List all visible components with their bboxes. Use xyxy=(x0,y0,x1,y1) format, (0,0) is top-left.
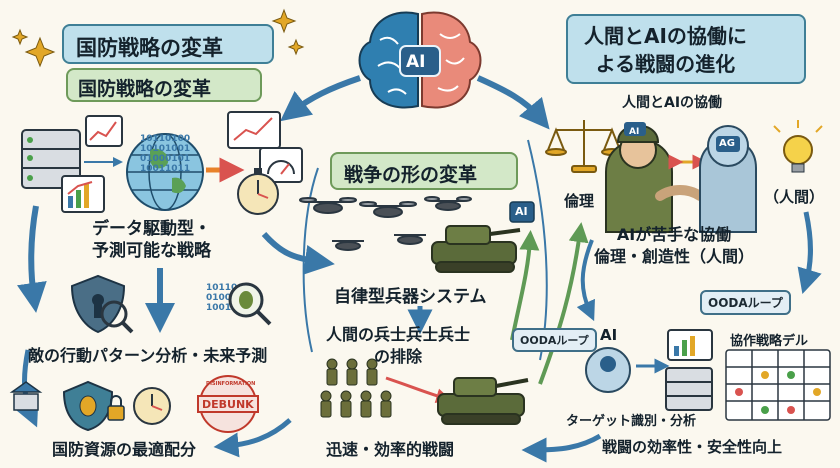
monitor-chart-icon xyxy=(667,329,713,361)
strategy-grid-icon xyxy=(725,349,831,421)
lock-icon xyxy=(107,395,125,421)
lightbulb-icon xyxy=(773,120,823,173)
security-shield-icon xyxy=(70,274,134,334)
bank-icon xyxy=(9,381,43,411)
cooperative-strategy-model: 協作戦略デル xyxy=(730,334,809,349)
clock-icon xyxy=(133,387,171,425)
sparkle-icon xyxy=(11,8,305,68)
soldiers-group-icon xyxy=(320,358,392,418)
ooda-loop-small: OODAループ xyxy=(512,328,597,352)
combat-efficiency: 戦闘の効率性・安全性向上 xyxy=(602,438,783,456)
soldier-removal: 人間の兵士兵士兵士 の排除 xyxy=(326,325,471,366)
brain-ai-label: AI xyxy=(406,52,426,72)
debunk-stamp: DEBUNK xyxy=(202,398,254,411)
tank-icon xyxy=(437,377,529,425)
left-subtitle-box: 国防戦略の変革 xyxy=(66,68,262,102)
ai-label: AI xyxy=(600,326,618,344)
center-title: 戦争の形の変革 xyxy=(344,164,478,186)
scales-icon xyxy=(545,120,623,173)
human-ai-collab: 人間とAIの協働 xyxy=(622,95,723,111)
center-title-box: 戦争の形の変革 xyxy=(330,152,518,190)
rapid-combat: 迅速・効率的戦闘 xyxy=(326,440,455,459)
resource-allocation: 国防資源の最適配分 xyxy=(52,440,197,459)
debunk-stamp-icon xyxy=(197,375,259,433)
svg-text:10011: 10011 xyxy=(206,303,237,313)
robot-ag-label: AG xyxy=(719,138,735,149)
autonomous-weapons: 自律型兵器システム xyxy=(334,287,487,307)
left-title-box: 国防戦略の変革 xyxy=(62,24,274,64)
ai-analyst-icon xyxy=(585,347,631,393)
drone-icon xyxy=(299,196,472,251)
ai-chip-label: AI xyxy=(515,205,528,218)
left-subtitle: 国防戦略の変革 xyxy=(78,78,212,100)
svg-text:10110: 10110 xyxy=(206,283,237,293)
monitor-chart-icon xyxy=(227,111,281,149)
svg-text:01001: 01001 xyxy=(206,293,237,303)
chart-card-icon xyxy=(85,115,123,147)
soldier-icon xyxy=(605,122,673,233)
bug-magnifier-icon xyxy=(228,282,272,326)
right-title: 人間とAIの協働に よる戦闘の進化 xyxy=(584,24,747,76)
enemy-pattern-analysis: 敵の行動パターン分析・未来予測 xyxy=(28,346,268,365)
ai-chip-icon xyxy=(509,201,535,223)
ai-weak-collab: AIが苦手な協働 倫理・創造性（人間） xyxy=(594,225,755,266)
bug-shield-icon xyxy=(62,380,114,432)
gauge-icon xyxy=(259,147,303,183)
right-title-box: 人間とAIの協働に よる戦闘の進化 xyxy=(566,14,806,84)
disinfo-stamp: DISINFORMATION xyxy=(206,381,256,387)
handshake-icon xyxy=(655,185,705,201)
ooda-loop-pill: OODAループ xyxy=(700,290,791,315)
chart-card-icon xyxy=(61,175,105,213)
binary-stream: 10110100 10101001 01000101 10011011 xyxy=(140,134,191,174)
ethics-label: 倫理 xyxy=(564,192,595,210)
server-icon xyxy=(665,367,713,411)
robot-icon xyxy=(699,125,757,233)
globe-icon xyxy=(126,133,204,211)
human-paren-label: （人間） xyxy=(764,188,825,206)
ai-brain-icon xyxy=(358,11,482,109)
server-icon xyxy=(21,129,81,189)
left-title: 国防戦略の変革 xyxy=(76,36,223,60)
tank-icon xyxy=(431,225,521,273)
stopwatch-icon xyxy=(237,168,279,215)
target-identification: ターゲット識別・分析 xyxy=(566,414,697,429)
data-driven-strategy: データ駆動型・ 予測可能な戦略 xyxy=(92,219,211,261)
helmet-ai-label: AI xyxy=(629,127,640,137)
